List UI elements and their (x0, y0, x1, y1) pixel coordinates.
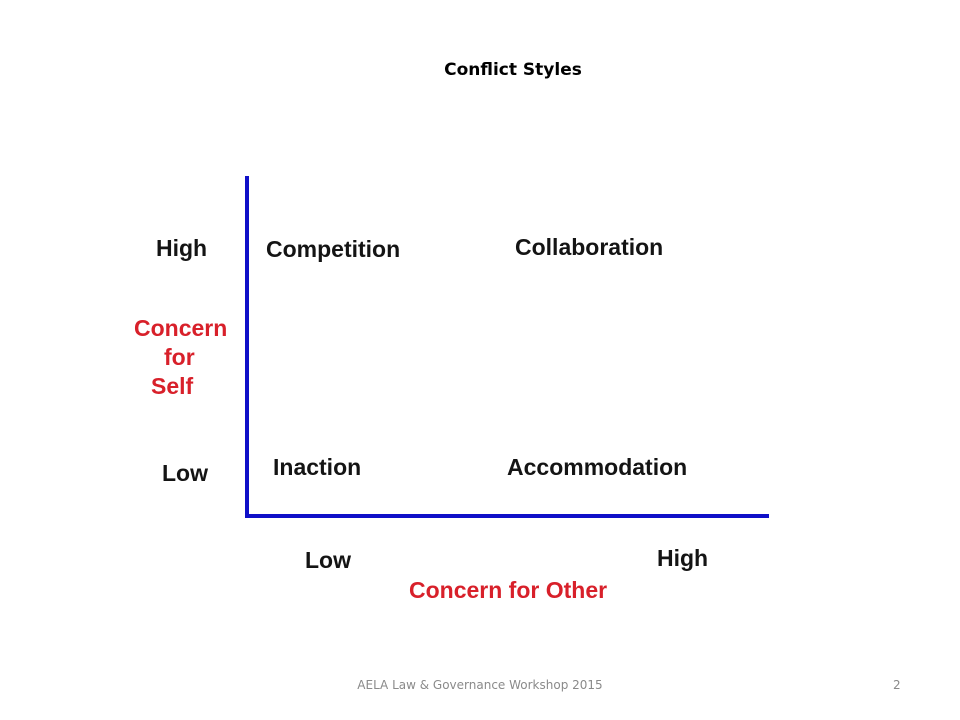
quadrant-collaboration: Collaboration (515, 234, 664, 260)
footer-text: AELA Law & Governance Workshop 2015 (357, 678, 603, 692)
x-axis-low-label: Low (305, 547, 351, 573)
y-axis-high-label: High (156, 235, 208, 261)
y-axis-title-line-3: Self (151, 373, 194, 399)
slide-title: Conflict Styles (444, 60, 582, 80)
y-axis-title-line-2: for (164, 344, 195, 370)
y-axis-title: Concern for Self (134, 314, 244, 401)
quadrant-inaction: Inaction (273, 454, 362, 480)
page-number: 2 (893, 678, 901, 692)
quadrant-accommodation: Accommodation (507, 454, 688, 480)
quadrant-competition: Competition (266, 236, 401, 262)
x-axis-title: Concern for Other (409, 577, 608, 603)
y-axis-title-line-1: Concern (134, 315, 228, 341)
y-axis-low-label: Low (162, 460, 208, 486)
x-axis-high-label: High (657, 545, 709, 571)
